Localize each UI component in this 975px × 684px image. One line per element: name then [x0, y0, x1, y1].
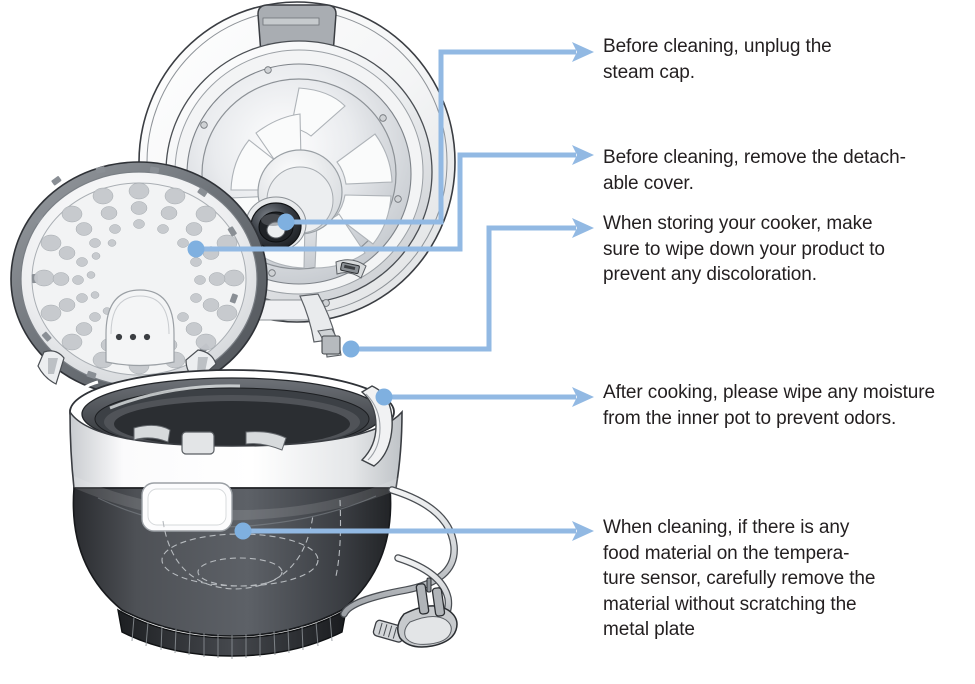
arrowhead-2 [572, 145, 594, 165]
cooker-body [69, 369, 403, 659]
callout-text-detachable-cover: Before cleaning, remove the detach- able… [603, 147, 906, 194]
anchor-dot-hinge [342, 340, 360, 358]
arrowhead-4 [572, 387, 594, 407]
anchor-dot-detachable-cover [187, 240, 205, 258]
body-rim-latches [133, 424, 287, 455]
cover-center-dots [115, 333, 151, 341]
control-panel [141, 482, 233, 532]
leader-arrowheads [572, 42, 594, 541]
cover-center-pad [105, 289, 175, 367]
leader-anchor-dots [187, 213, 393, 540]
power-plug [372, 577, 458, 648]
leader-line-2 [196, 152, 576, 252]
leader-line-3 [351, 225, 576, 352]
arrowhead-1 [572, 42, 594, 62]
anchor-dot-temperature-sensor [234, 522, 252, 540]
body-side-handle [360, 385, 393, 467]
lid-latch-detail [335, 259, 367, 279]
callout-text-inner-pot-moisture: After cooking, please wipe any moisture … [603, 382, 935, 429]
base-ribs [131, 616, 333, 659]
leader-line-1 [286, 49, 576, 225]
detachable-inner-cover [10, 161, 268, 397]
anchor-dot-steam-cap [277, 213, 295, 231]
anchor-dot-inner-pot [375, 388, 393, 406]
callout-text-temperature-sensor: When cleaning, if there is any food mate… [603, 517, 876, 640]
arrowhead-5 [572, 521, 594, 541]
callout-text-steam-cap: Before cleaning, unplug the steam cap. [603, 36, 832, 83]
lid-hinge-arm [299, 293, 342, 358]
callout-text-storing-wipe-down: When storing your cooker, make sure to w… [603, 213, 885, 285]
arrowhead-3 [572, 218, 594, 238]
